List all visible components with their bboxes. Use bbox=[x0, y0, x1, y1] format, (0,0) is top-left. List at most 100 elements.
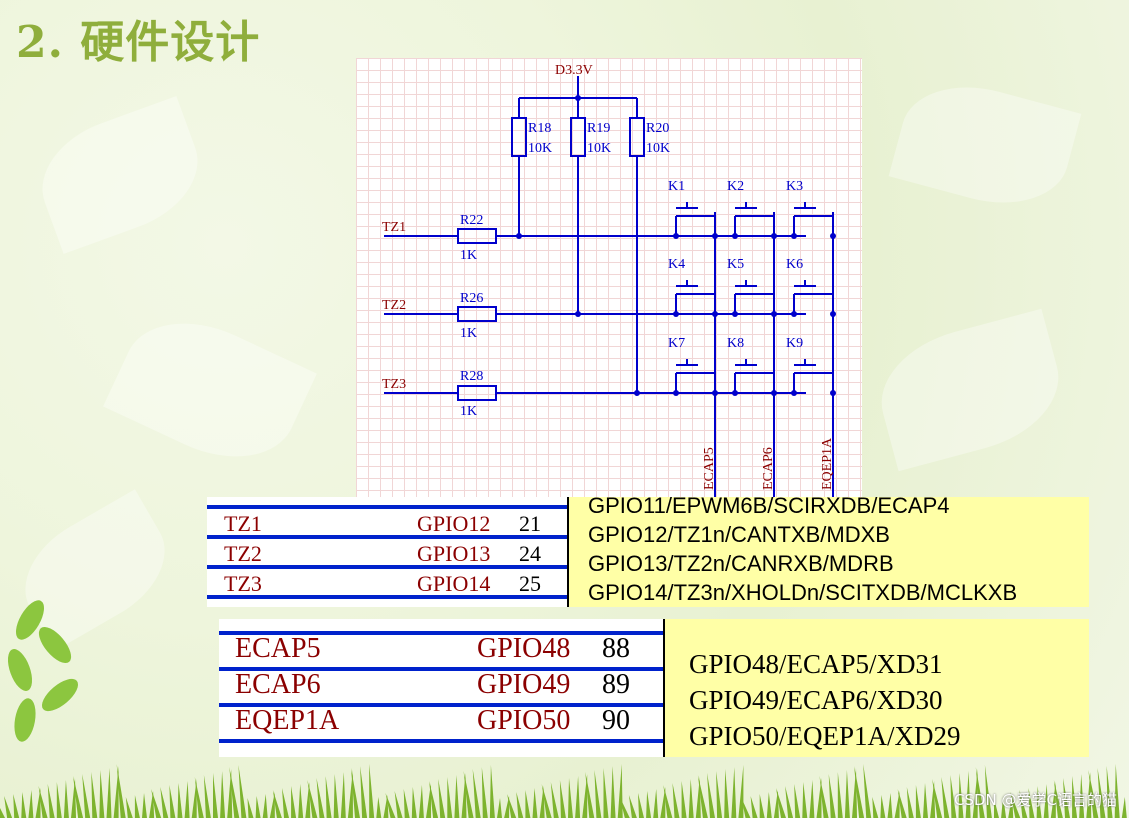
pin-function: GPIO14/TZ3n/XHOLDn/SCITXDB/MCLKXB bbox=[588, 580, 1018, 605]
grass-blade bbox=[247, 798, 254, 818]
grass-blade bbox=[73, 776, 84, 818]
table-row: ECAP6 GPIO49 89 bbox=[219, 667, 663, 703]
key-switch bbox=[675, 280, 715, 314]
grass-blade bbox=[1043, 784, 1049, 818]
pin-function: GPIO50/EQEP1A/XD29 bbox=[689, 721, 961, 751]
junction-dot bbox=[732, 311, 738, 317]
grass-blade bbox=[681, 781, 687, 818]
net-label-ecap6: ECAP6 bbox=[761, 447, 776, 490]
key-switch bbox=[734, 202, 774, 236]
grass-blade bbox=[149, 791, 155, 818]
grass-blade bbox=[1053, 780, 1063, 818]
grass-blade bbox=[525, 790, 531, 818]
junction-dot bbox=[575, 311, 581, 317]
junction-dot bbox=[673, 311, 679, 317]
grass-blade bbox=[1097, 768, 1106, 818]
grass-blade bbox=[269, 792, 275, 818]
grass-blade bbox=[628, 795, 637, 818]
grass-blade bbox=[99, 770, 105, 818]
key-switch bbox=[675, 202, 715, 236]
grass-blade bbox=[731, 767, 737, 818]
grass-blade bbox=[852, 768, 857, 818]
grass-blade bbox=[568, 778, 573, 818]
pin-number: 89 bbox=[602, 669, 630, 700]
junction-dot bbox=[791, 311, 797, 317]
grass-blade bbox=[1072, 776, 1078, 818]
grass-blade bbox=[816, 778, 822, 818]
grass-blade bbox=[646, 791, 652, 818]
grass-blade bbox=[347, 770, 353, 818]
net-name: ECAP6 bbox=[235, 669, 321, 700]
grass-blade bbox=[213, 773, 218, 818]
grass-blade bbox=[617, 764, 623, 818]
grass-blade bbox=[169, 785, 176, 818]
pin-table-ecap: ECAP5 GPIO48 88 ECAP6 GPIO49 89 EQEP1A G… bbox=[219, 619, 1089, 757]
table-row: TZ2 GPIO13 24 bbox=[207, 535, 567, 566]
pin-function: GPIO13/TZ2n/CANRXB/MDRB bbox=[588, 551, 894, 576]
grass-blade bbox=[272, 790, 282, 818]
grass-blade bbox=[915, 785, 921, 818]
grass-blade bbox=[472, 769, 481, 818]
grass-blade bbox=[776, 788, 786, 818]
key-label: K2 bbox=[727, 179, 744, 194]
grass-blade bbox=[1106, 766, 1113, 818]
grass-blade bbox=[932, 779, 943, 818]
net-name: ECAP5 bbox=[235, 633, 321, 664]
grass-blade bbox=[585, 772, 595, 818]
gpio-name: GPIO14 bbox=[417, 571, 491, 596]
grass-blade bbox=[785, 786, 794, 818]
resistor-value: 1K bbox=[460, 326, 477, 341]
junction-dot bbox=[771, 311, 777, 317]
grass-blade bbox=[369, 764, 375, 818]
leaf-cluster-icon bbox=[7, 600, 79, 742]
grass-blade bbox=[837, 772, 843, 818]
resistor-value: 10K bbox=[646, 141, 670, 156]
grass-blade bbox=[351, 768, 360, 818]
grass-blade bbox=[575, 776, 581, 818]
grass-blade bbox=[965, 771, 971, 818]
grass-blade bbox=[125, 797, 133, 818]
grass-blade bbox=[516, 792, 524, 818]
junction-dot bbox=[516, 233, 522, 239]
watermark: CSDN @爱学C语言的猫 bbox=[953, 791, 1117, 809]
grass-blade bbox=[454, 775, 460, 818]
grass-blade bbox=[504, 796, 510, 818]
grass-blade bbox=[688, 779, 694, 818]
resistor-ref: R20 bbox=[646, 121, 669, 136]
grass-blade bbox=[582, 774, 588, 818]
key-switch bbox=[793, 202, 833, 236]
grass-blade bbox=[906, 787, 914, 818]
grass-blade bbox=[1050, 782, 1056, 818]
key-label: K5 bbox=[727, 257, 744, 272]
key-label: K3 bbox=[786, 179, 803, 194]
grass-blade bbox=[958, 773, 964, 818]
grass-blade bbox=[872, 797, 879, 818]
grass-blade bbox=[63, 780, 69, 818]
grass-blade bbox=[1063, 778, 1070, 818]
grass-blade bbox=[489, 765, 495, 818]
resistor-ref: R28 bbox=[460, 369, 483, 384]
grass-blade bbox=[809, 780, 815, 818]
grass-blade bbox=[116, 764, 126, 818]
key-switch bbox=[793, 280, 833, 314]
grass-blade bbox=[142, 793, 147, 818]
grass-blade bbox=[4, 796, 13, 818]
key-label: K6 bbox=[786, 257, 803, 272]
grass-blade bbox=[695, 777, 701, 818]
grass-blade bbox=[663, 785, 673, 818]
grass-blade bbox=[653, 789, 659, 818]
gpio-name: GPIO13 bbox=[417, 541, 491, 566]
resistor-ref: R18 bbox=[528, 121, 551, 136]
grass-blade bbox=[697, 775, 708, 818]
pin-number: 24 bbox=[519, 541, 541, 566]
resistor-ref: R26 bbox=[460, 291, 483, 306]
grass-blade bbox=[984, 765, 992, 818]
table-row: TZ3 GPIO14 25 bbox=[207, 565, 567, 596]
grass-blade bbox=[819, 776, 829, 818]
grass-blade bbox=[463, 771, 474, 818]
grass-decoration bbox=[0, 764, 1129, 818]
grass-blade bbox=[972, 769, 978, 818]
grass-blade bbox=[1121, 797, 1127, 818]
grass-blade bbox=[481, 767, 488, 818]
junction-dot bbox=[712, 233, 718, 239]
